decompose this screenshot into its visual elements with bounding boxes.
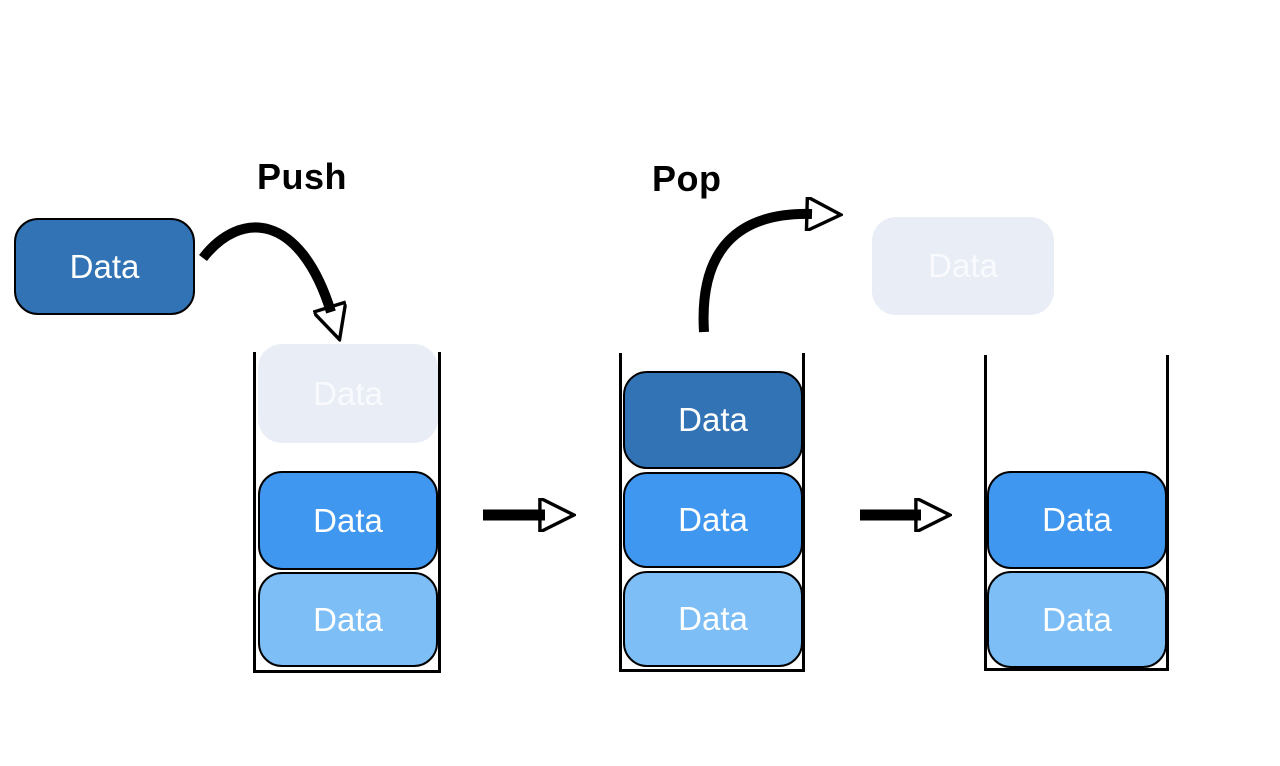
push-label: Push [257, 156, 348, 197]
stack-item-top: Data [987, 471, 1167, 569]
stack3-right-wall [1166, 355, 1169, 671]
stack-item: Data [623, 472, 803, 568]
stack2-bottom-wall [619, 669, 805, 672]
stack1-left-wall [253, 352, 256, 673]
stack-item: Data [623, 571, 803, 667]
stack-item: Data [258, 471, 438, 570]
stack3-left-wall [984, 355, 987, 671]
stack1-bottom-wall [253, 670, 441, 673]
stack-item-incoming: Data [258, 344, 438, 443]
stack-item-label: Data [678, 600, 748, 637]
stack-item-label: Data [313, 374, 383, 412]
stack2-left-wall [619, 353, 622, 672]
stack-item: Data [987, 571, 1167, 668]
push-data-label: Data [69, 247, 140, 285]
stack3-bottom-wall [984, 668, 1169, 671]
stack-item: Data [258, 572, 438, 667]
stack-item-label: Data [678, 501, 748, 538]
push-arrow [199, 222, 331, 312]
stack-item-label: Data [313, 501, 383, 539]
pop-label: Pop [652, 158, 722, 199]
stack1-right-wall [438, 352, 441, 673]
stack2-right-wall [802, 353, 805, 672]
stack-item-label: Data [1042, 600, 1112, 638]
stack-item-label: Data [678, 401, 748, 438]
pop-arrow [698, 214, 812, 333]
popped-data-box: Data [872, 217, 1054, 315]
stack-item-label: Data [313, 600, 383, 638]
push-data-box: Data [14, 218, 195, 315]
stack-item-label: Data [1042, 501, 1112, 538]
stack-item-top: Data [623, 371, 803, 469]
popped-data-label: Data [928, 247, 998, 284]
